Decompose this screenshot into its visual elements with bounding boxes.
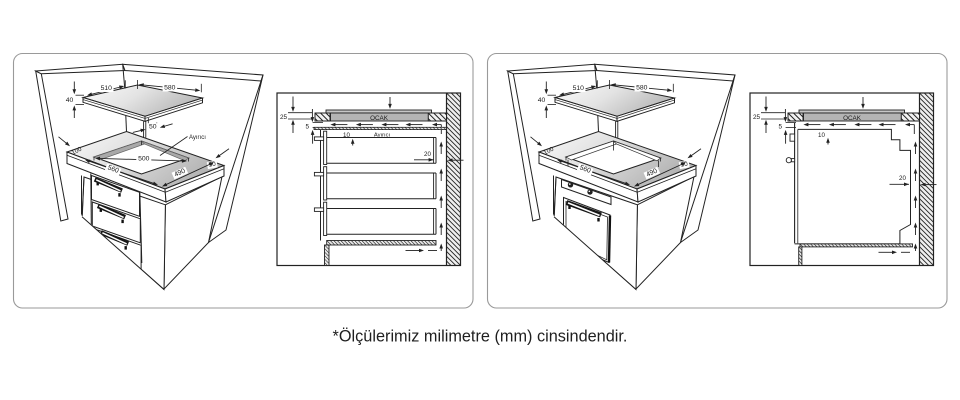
svg-text:580: 580 (636, 85, 648, 92)
svg-text:560: 560 (106, 164, 119, 175)
svg-text:510: 510 (101, 85, 113, 92)
svg-text:40: 40 (66, 97, 74, 104)
svg-text:490: 490 (173, 168, 186, 179)
svg-text:50: 50 (680, 161, 689, 169)
svg-text:40: 40 (538, 97, 546, 104)
svg-text:510: 510 (573, 85, 585, 92)
svg-text:*Ölçülerimiz milimetre (mm) ci: *Ölçülerimiz milimetre (mm) cinsindendir… (333, 328, 628, 346)
svg-text:20: 20 (899, 175, 906, 182)
svg-text:490: 490 (645, 168, 658, 179)
svg-text:OCAK: OCAK (370, 115, 389, 122)
svg-text:25: 25 (280, 114, 288, 121)
svg-text:500: 500 (138, 156, 150, 163)
svg-text:50: 50 (208, 161, 217, 169)
svg-text:100: 100 (543, 145, 556, 156)
svg-text:5: 5 (779, 124, 783, 131)
svg-text:25: 25 (753, 114, 761, 121)
svg-text:20: 20 (424, 151, 431, 158)
svg-text:100: 100 (71, 145, 84, 156)
svg-text:50: 50 (149, 124, 157, 131)
svg-text:10: 10 (343, 132, 350, 139)
svg-text:5: 5 (306, 124, 310, 131)
svg-text:560: 560 (578, 164, 591, 175)
svg-text:580: 580 (164, 85, 176, 92)
svg-text:OCAK: OCAK (843, 115, 862, 122)
svg-text:Ayırıcı: Ayırıcı (189, 135, 206, 141)
svg-text:Ayırıcı: Ayırıcı (374, 133, 391, 139)
svg-text:10: 10 (818, 132, 825, 139)
